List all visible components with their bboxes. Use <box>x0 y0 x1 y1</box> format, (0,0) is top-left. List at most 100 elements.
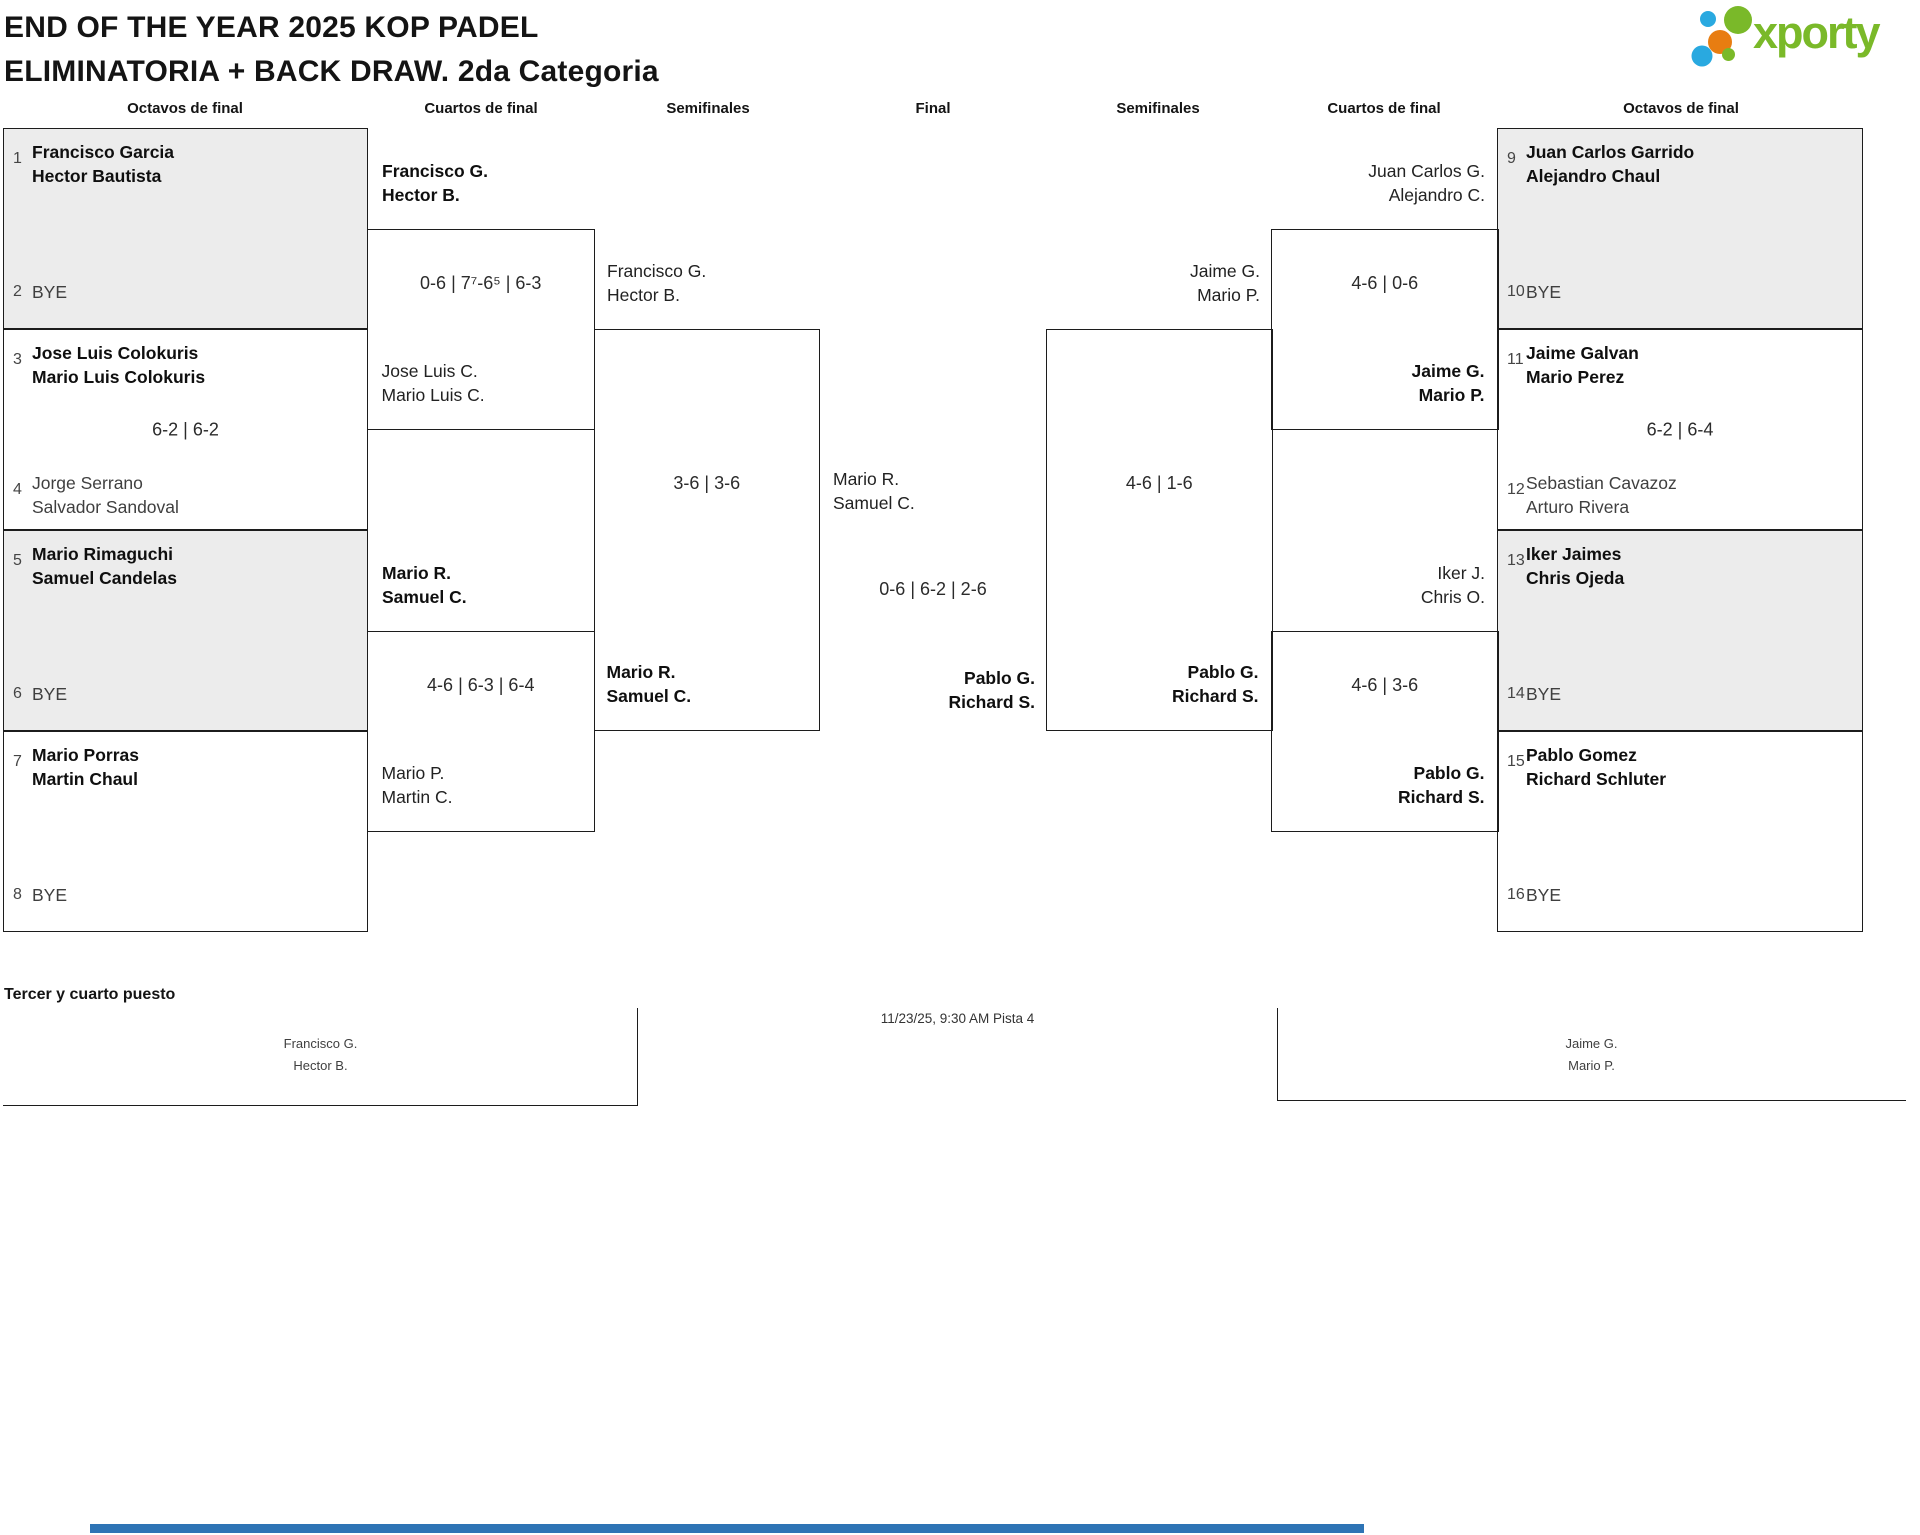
cuartos-match-box-right-2: 4-6 | 3-6 Pablo G. Richard S. <box>1271 631 1499 832</box>
team-row: 13 Iker Jaimes Chris Ojeda <box>1507 542 1856 590</box>
team-row: 8 BYE <box>13 883 361 907</box>
team-names: Iker Jaimes Chris Ojeda <box>1526 544 1625 588</box>
match-score: 6-2 | 6-2 <box>152 419 219 439</box>
team-names: BYE <box>1526 885 1562 905</box>
team-names: Jose Luis Colokuris Mario Luis Colokuris <box>32 343 206 387</box>
team-names: Mario Porras Martin Chaul <box>32 745 139 789</box>
team-names: BYE <box>32 885 68 905</box>
octavos-match-box-7-8: 7 Mario Porras Martin Chaul 8 BYE <box>3 731 368 932</box>
advancing-team-label: Francisco G. Hector B. <box>382 161 489 205</box>
team-row: 2 BYE <box>13 280 361 304</box>
team-names: BYE <box>1526 684 1562 704</box>
seed-number: 3 <box>13 351 22 368</box>
seed-number: 8 <box>13 886 22 903</box>
round-header-cuartos-left: Cuartos de final <box>424 100 538 117</box>
match-score: 0-6 | 7⁷-6⁵ | 6-3 <box>420 273 542 293</box>
semifinal-match-box-left: 3-6 | 3-6 Mario R. Samuel C. <box>593 329 820 731</box>
team-names: Pablo G. Richard S. <box>1171 662 1259 706</box>
seed-number: 12 <box>1507 481 1525 498</box>
seed-number: 15 <box>1507 753 1525 770</box>
match-score: 3-6 | 3-6 <box>673 473 741 493</box>
octavos-match-box-3-4: 3 Jose Luis Colokuris Mario Luis Colokur… <box>3 329 368 530</box>
seed-number: 16 <box>1507 886 1525 903</box>
xporty-logo-dots-icon <box>1691 6 1752 67</box>
match-score: 4-6 | 3-6 <box>1351 675 1419 695</box>
cuartos-match-box-left-2: 4-6 | 6-3 | 6-4 Mario P. Martin C. <box>366 631 595 832</box>
round-header-semis-left: Semifinales <box>666 100 750 117</box>
seed-number: 1 <box>13 150 22 167</box>
third-place-team-left: Francisco G. Hector B. <box>283 1036 358 1073</box>
seed-number: 13 <box>1507 552 1525 569</box>
team-row: 16 BYE <box>1507 883 1856 907</box>
team-names: Sebastian Cavazoz Arturo Rivera <box>1526 473 1677 517</box>
octavos-match-box-1-2: 1 Francisco Garcia Hector Bautista 2 BYE <box>3 128 368 329</box>
team-names: Mario Rimaguchi Samuel Candelas <box>32 544 177 588</box>
round-header-final: Final <box>915 100 951 117</box>
round-header-octavos-right: Octavos de final <box>1623 100 1739 117</box>
page-title-line2: ELIMINATORIA + BACK DRAW. 2da Categoria <box>4 55 659 88</box>
team-row: 12 Sebastian Cavazoz Arturo Rivera <box>1507 471 1856 519</box>
advancing-team-label: Mario R. Samuel C. <box>382 563 467 607</box>
match-score: 4-6 | 0-6 <box>1351 273 1419 293</box>
round-header-octavos-left: Octavos de final <box>127 100 243 117</box>
seed-number: 9 <box>1507 150 1516 167</box>
third-place-schedule: 11/23/25, 9:30 AM Pista 4 <box>880 1011 1035 1026</box>
team-names: Jose Luis C. Mario Luis C. <box>381 361 485 405</box>
third-place-team-right: Jaime G. Mario P. <box>1565 1036 1618 1073</box>
cuartos-match-box-right-1: 4-6 | 0-6 Jaime G. Mario P. <box>1271 229 1499 430</box>
advancing-team-label: Iker J. Chris O. <box>1420 563 1485 607</box>
seed-number: 2 <box>13 283 22 300</box>
team-row: 4 Jorge Serrano Salvador Sandoval <box>13 471 361 519</box>
team-names: Mario P. Martin C. <box>381 763 453 807</box>
team-row: 5 Mario Rimaguchi Samuel Candelas <box>13 542 361 590</box>
team-row: 6 BYE <box>13 682 361 706</box>
octavos-match-box-13-14: 13 Iker Jaimes Chris Ojeda 14 BYE <box>1497 530 1863 731</box>
page-title: END OF THE YEAR 2025 KOP PADEL ELIMINATO… <box>4 6 659 94</box>
team-names: Jorge Serrano Salvador Sandoval <box>32 473 179 517</box>
footer-bar <box>90 1524 1364 1533</box>
team-names: BYE <box>32 282 68 302</box>
team-names: Pablo G. Richard S. <box>1397 763 1485 807</box>
xporty-logo-text: xporty <box>1753 7 1881 58</box>
match-score: 4-6 | 6-3 | 6-4 <box>427 675 535 695</box>
team-row: 14 BYE <box>1507 682 1856 706</box>
final-team-label: Pablo G. Richard S. <box>948 668 1035 712</box>
seed-number: 11 <box>1507 351 1524 368</box>
octavos-match-box-11-12: 11 Jaime Galvan Mario Perez 6-2 | 6-4 12… <box>1497 329 1863 530</box>
team-names: BYE <box>32 684 68 704</box>
octavos-match-box-5-6: 5 Mario Rimaguchi Samuel Candelas 6 BYE <box>3 530 368 731</box>
third-place-bracket-left <box>3 1008 638 1106</box>
team-row: 3 Jose Luis Colokuris Mario Luis Colokur… <box>13 341 361 389</box>
semifinal-match-box-right: 4-6 | 1-6 Pablo G. Richard S. <box>1046 329 1273 731</box>
seed-number: 4 <box>13 481 22 498</box>
advancing-team-label: Jaime G. Mario P. <box>1189 261 1260 305</box>
team-names: BYE <box>1526 282 1562 302</box>
xporty-logo[interactable]: xporty <box>1683 3 1913 73</box>
seed-number: 14 <box>1507 685 1525 702</box>
team-row: 15 Pablo Gomez Richard Schluter <box>1507 743 1856 791</box>
seed-number: 10 <box>1507 283 1525 300</box>
seed-number: 6 <box>13 685 22 702</box>
octavos-match-box-9-10: 9 Juan Carlos Garrido Alejandro Chaul 10… <box>1497 128 1863 329</box>
cuartos-match-box-left-1: 0-6 | 7⁷-6⁵ | 6-3 Jose Luis C. Mario Lui… <box>366 229 595 430</box>
seed-number: 7 <box>13 753 22 770</box>
team-row: 1 Francisco Garcia Hector Bautista <box>13 140 361 188</box>
round-header-cuartos-right: Cuartos de final <box>1327 100 1441 117</box>
third-place-heading: Tercer y cuarto puesto <box>4 986 176 1003</box>
octavos-match-box-15-16: 15 Pablo Gomez Richard Schluter 16 BYE <box>1497 731 1863 932</box>
team-row: 11 Jaime Galvan Mario Perez <box>1507 341 1856 389</box>
team-names: Juan Carlos Garrido Alejandro Chaul <box>1526 142 1695 186</box>
seed-number: 5 <box>13 552 22 569</box>
team-row: 7 Mario Porras Martin Chaul <box>13 743 361 791</box>
team-names: Jaime G. Mario P. <box>1411 361 1485 405</box>
team-names: Jaime Galvan Mario Perez <box>1526 343 1639 387</box>
team-row: 10 BYE <box>1507 280 1856 304</box>
final-score: 0-6 | 6-2 | 2-6 <box>879 579 987 599</box>
advancing-team-label: Francisco G. Hector B. <box>607 261 707 305</box>
match-score: 4-6 | 1-6 <box>1125 473 1193 493</box>
team-names: Francisco Garcia Hector Bautista <box>32 142 175 186</box>
page-title-line1: END OF THE YEAR 2025 KOP PADEL <box>4 11 539 44</box>
round-header-semis-right: Semifinales <box>1116 100 1200 117</box>
match-score: 6-2 | 6-4 <box>1646 419 1714 439</box>
